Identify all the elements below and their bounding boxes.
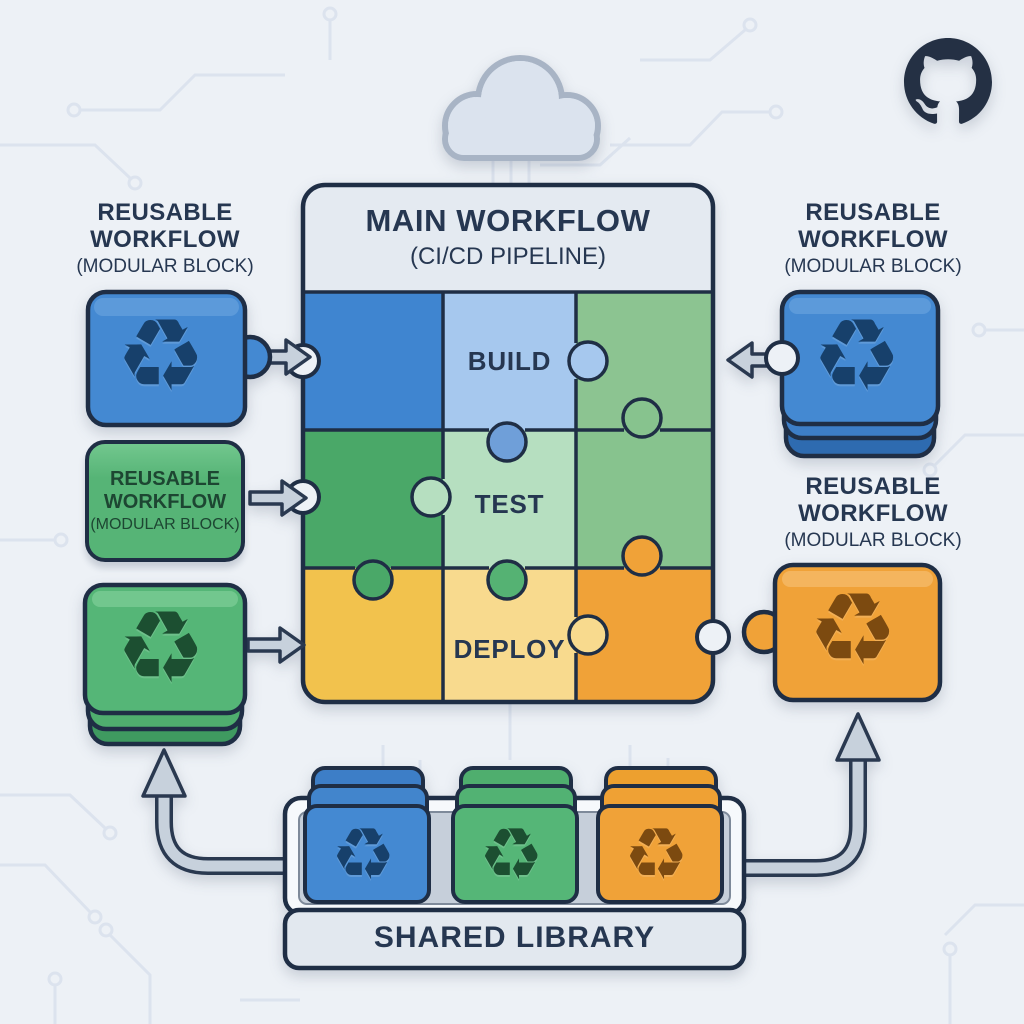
reusable-block-green-text: REUSABLE WORKFLOW (MODULAR BLOCK) [85,440,245,562]
arrow-left-build [266,338,312,376]
recycle-icon: ♻ [808,571,898,688]
puzzle-socket [285,479,321,515]
arrow-left-deploy [246,626,306,664]
label-line: WORKFLOW [798,225,948,253]
recycle-icon: ♻ [624,812,689,896]
arrow-right-build [726,341,792,379]
stage-label-test: TEST [474,489,545,519]
recycle-icon: ♻ [116,297,206,414]
puzzle-tab [486,421,528,463]
library-to-left-arrow [141,748,288,875]
label-line: REUSABLE [97,199,233,226]
deploy-cell-right [576,568,713,702]
arrow-left-test [248,479,308,517]
github-icon [904,38,992,124]
label-line: (MODULAR BLOCK) [76,255,254,277]
puzzle-tab [486,559,528,601]
main-workflow-subtitle: (CI/CD PIPELINE) [409,243,607,270]
puzzle-socket [285,343,321,379]
main-workflow-title: MAIN WORKFLOW [365,203,651,238]
label-reusable-right-bottom: REUSABLE WORKFLOW (MODULAR BLOCK) [758,473,988,551]
puzzle-tab [352,559,394,601]
cloud-icon [442,55,601,161]
deploy-cell-left [303,568,443,702]
label-reusable-right-top: REUSABLE WORKFLOW (MODULAR BLOCK) [758,199,988,277]
recycle-icon: ♻ [479,812,544,896]
label-reusable-left: REUSABLE WORKFLOW (MODULAR BLOCK) [50,199,280,277]
recycle-icon: ♻ [116,589,206,706]
label-line: REUSABLE [109,468,220,490]
library-to-right-arrow [740,712,881,877]
build-cell-left [303,292,443,430]
build-cell-right [576,292,713,430]
recycle-icon: ♻ [812,297,902,414]
stage-label-deploy: DEPLOY [453,634,566,664]
puzzle-tab [621,535,663,577]
label-line: (MODULAR BLOCK) [784,255,962,277]
stage-label-build: BUILD [467,346,552,376]
label-line: (MODULAR BLOCK) [784,529,962,551]
test-cell-left [303,430,443,568]
puzzle-tab [621,397,663,439]
label-line: REUSABLE [805,199,941,226]
puzzle-socket [695,619,731,655]
label-line: REUSABLE [805,473,941,500]
recycle-icon: ♻ [331,812,396,896]
test-cell-right [576,430,713,568]
label-line: WORKFLOW [798,499,948,527]
label-line: WORKFLOW [103,491,227,513]
label-line: WORKFLOW [90,225,240,253]
label-line: (MODULAR BLOCK) [90,516,240,533]
shared-library-label: SHARED LIBRARY [373,921,656,954]
